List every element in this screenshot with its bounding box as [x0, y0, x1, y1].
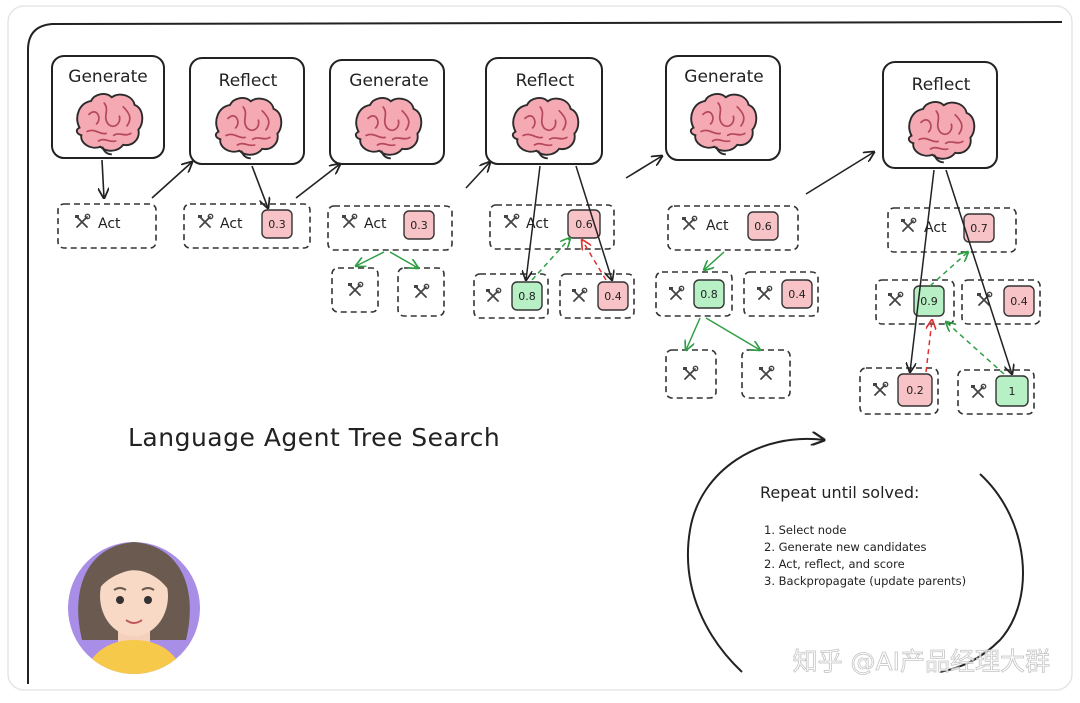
repeat-step: 2. Generate new candidates	[764, 540, 927, 554]
score-badge	[781, 279, 813, 309]
score-value: 0.6	[754, 220, 772, 233]
child-node	[875, 279, 955, 325]
stage-label: Reflect	[516, 71, 575, 91]
act-node-stage2: Act 0.3	[183, 203, 311, 249]
stage-label: Reflect	[219, 71, 278, 91]
act-label: Act	[98, 216, 121, 232]
outer-frame	[7, 5, 1073, 691]
act-label: Act	[364, 216, 387, 232]
stage-label: Generate	[349, 71, 428, 91]
act-node-stage1: Act	[57, 203, 157, 249]
child-node	[559, 273, 635, 319]
score-badge	[403, 210, 435, 240]
score-badge	[897, 373, 933, 407]
score-badge	[511, 281, 543, 311]
score-badge	[693, 279, 725, 309]
stage-label: Reflect	[912, 75, 971, 95]
stage-arrows	[102, 152, 874, 208]
repeat-heading: Repeat until solved:	[760, 483, 919, 502]
child-node	[331, 267, 379, 313]
score-value: 0.4	[604, 290, 622, 303]
score-badge	[261, 209, 293, 239]
score-value: 1	[1009, 385, 1016, 398]
child-node	[961, 279, 1041, 325]
repeat-loop: Repeat until solved: 1. Select node 2. G…	[686, 439, 1024, 673]
score-value: 0.2	[906, 384, 924, 397]
child-node	[397, 267, 445, 317]
child-node	[741, 349, 791, 399]
score-value: 0.3	[268, 218, 286, 231]
stage-card-generate-3: Generate	[665, 55, 781, 161]
tree-stage6: Act 0.7 0.9 0.4 0.2 1	[859, 169, 1041, 415]
watermark: 知乎 @AI产品经理大群	[793, 647, 1050, 676]
act-label: Act	[706, 218, 729, 234]
score-badge	[913, 285, 945, 317]
repeat-step: 1. Select node	[764, 523, 846, 537]
score-value: 0.7	[970, 222, 988, 235]
child-node	[655, 271, 733, 317]
score-badge	[747, 211, 779, 241]
tree-stage3: Act 0.3	[327, 205, 453, 317]
score-badge	[1003, 285, 1035, 317]
stage-card-generate-2: Generate	[329, 59, 445, 165]
repeat-step: 2. Act, reflect, and score	[764, 557, 905, 571]
stage-card-reflect-1: Reflect	[189, 57, 305, 165]
act-label: Act	[220, 216, 243, 232]
act-label: Act	[526, 216, 549, 232]
score-value: 0.8	[700, 288, 718, 301]
tree-stage5: Act 0.6 0.8 0.4	[655, 205, 819, 399]
diagram-title: Language Agent Tree Search	[128, 423, 500, 452]
stage-card-reflect-3: Reflect	[882, 61, 998, 169]
child-node	[665, 349, 717, 399]
stage-card-reflect-2: Reflect	[485, 57, 603, 165]
child-node	[473, 273, 549, 319]
score-value: 0.6	[575, 218, 593, 231]
stage-label: Generate	[684, 67, 763, 87]
score-value: 0.3	[410, 219, 428, 232]
repeat-step: 3. Backpropagate (update parents)	[764, 574, 966, 588]
avatar	[68, 542, 200, 674]
inner-frame-top	[27, 21, 1063, 51]
score-value: 0.9	[920, 295, 938, 308]
score-value: 0.4	[1010, 295, 1028, 308]
score-value: 0.4	[788, 288, 806, 301]
stage-card-generate-1: Generate	[51, 55, 165, 159]
child-node	[743, 271, 819, 317]
child-node	[957, 369, 1035, 415]
stage-label: Generate	[68, 67, 147, 87]
tree-stage4: Act 0.6 0.8 0.4	[473, 165, 635, 319]
score-value: 0.8	[518, 290, 536, 303]
child-node	[859, 367, 939, 415]
act-label: Act	[924, 220, 947, 236]
